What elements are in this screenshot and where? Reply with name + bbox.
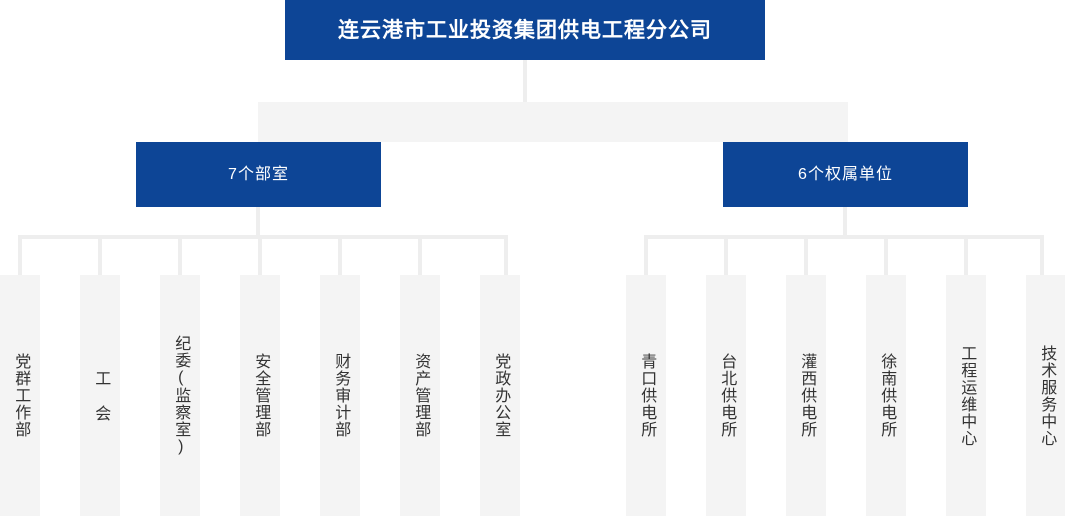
leaf-node-unit-3: 灌西供电所 xyxy=(786,275,826,516)
branch-node-departments-label: 7个部室 xyxy=(228,165,289,183)
leaf-node-unit-4: 徐南供电所 xyxy=(866,275,906,516)
leaf-node-label: 技术服务中心 xyxy=(1038,344,1056,447)
leaf-connector-drop xyxy=(1040,235,1044,277)
branch-connector-stem-departments xyxy=(256,207,260,239)
leaf-connector-bus-units xyxy=(644,235,1044,239)
leaf-node-label: 资产管理部 xyxy=(412,353,430,438)
leaf-node-label: 纪委(监察室) xyxy=(172,335,190,456)
leaf-node-dept-3: 纪委(监察室) xyxy=(160,275,200,516)
branch-connector-stem-units xyxy=(843,207,847,239)
leaf-node-label: 灌西供电所 xyxy=(798,353,816,438)
leaf-node-dept-1: 党群工作部 xyxy=(0,275,40,516)
leaf-node-label: 徐南供电所 xyxy=(878,353,896,438)
leaf-node-label: 党群工作部 xyxy=(12,353,30,438)
leaf-connector-drop xyxy=(644,235,648,277)
root-node-label: 连云港市工业投资集团供电工程分公司 xyxy=(338,18,712,42)
branch-node-units-label: 6个权属单位 xyxy=(798,165,893,183)
leaf-connector-drop xyxy=(98,235,102,277)
leaf-connector-drop xyxy=(18,235,22,277)
branch-node-units: 6个权属单位 xyxy=(723,142,968,207)
leaf-node-label: 安全管理部 xyxy=(252,353,270,438)
leaf-node-unit-6: 技术服务中心 xyxy=(1026,275,1065,516)
leaf-node-label: 台北供电所 xyxy=(718,353,736,438)
leaf-node-dept-2: 工 会 xyxy=(80,275,120,516)
leaf-connector-bus-departments xyxy=(18,235,508,239)
leaf-node-dept-6: 资产管理部 xyxy=(400,275,440,516)
branch-node-departments: 7个部室 xyxy=(136,142,381,207)
leaf-connector-drop xyxy=(724,235,728,277)
leaf-node-unit-5: 工程运维中心 xyxy=(946,275,986,516)
leaf-connector-drop xyxy=(418,235,422,277)
leaf-connector-drop xyxy=(338,235,342,277)
leaf-node-dept-7: 党政办公室 xyxy=(480,275,520,516)
leaf-connector-drop xyxy=(258,235,262,277)
leaf-node-label: 工程运维中心 xyxy=(958,344,976,447)
leaf-node-dept-4: 安全管理部 xyxy=(240,275,280,516)
leaf-node-label: 青口供电所 xyxy=(638,353,656,438)
leaf-node-unit-2: 台北供电所 xyxy=(706,275,746,516)
root-connector-stem xyxy=(523,60,527,106)
leaf-connector-drop xyxy=(178,235,182,277)
leaf-connector-drop xyxy=(884,235,888,277)
leaf-node-label: 工 会 xyxy=(92,369,110,422)
level2-connector-bus xyxy=(258,102,848,142)
leaf-node-dept-5: 财务审计部 xyxy=(320,275,360,516)
leaf-connector-drop xyxy=(804,235,808,277)
leaf-node-label: 党政办公室 xyxy=(492,353,510,438)
leaf-node-label: 财务审计部 xyxy=(332,353,350,438)
leaf-node-unit-1: 青口供电所 xyxy=(626,275,666,516)
leaf-connector-drop xyxy=(504,235,508,277)
leaf-connector-drop xyxy=(964,235,968,277)
root-node: 连云港市工业投资集团供电工程分公司 xyxy=(285,0,765,60)
